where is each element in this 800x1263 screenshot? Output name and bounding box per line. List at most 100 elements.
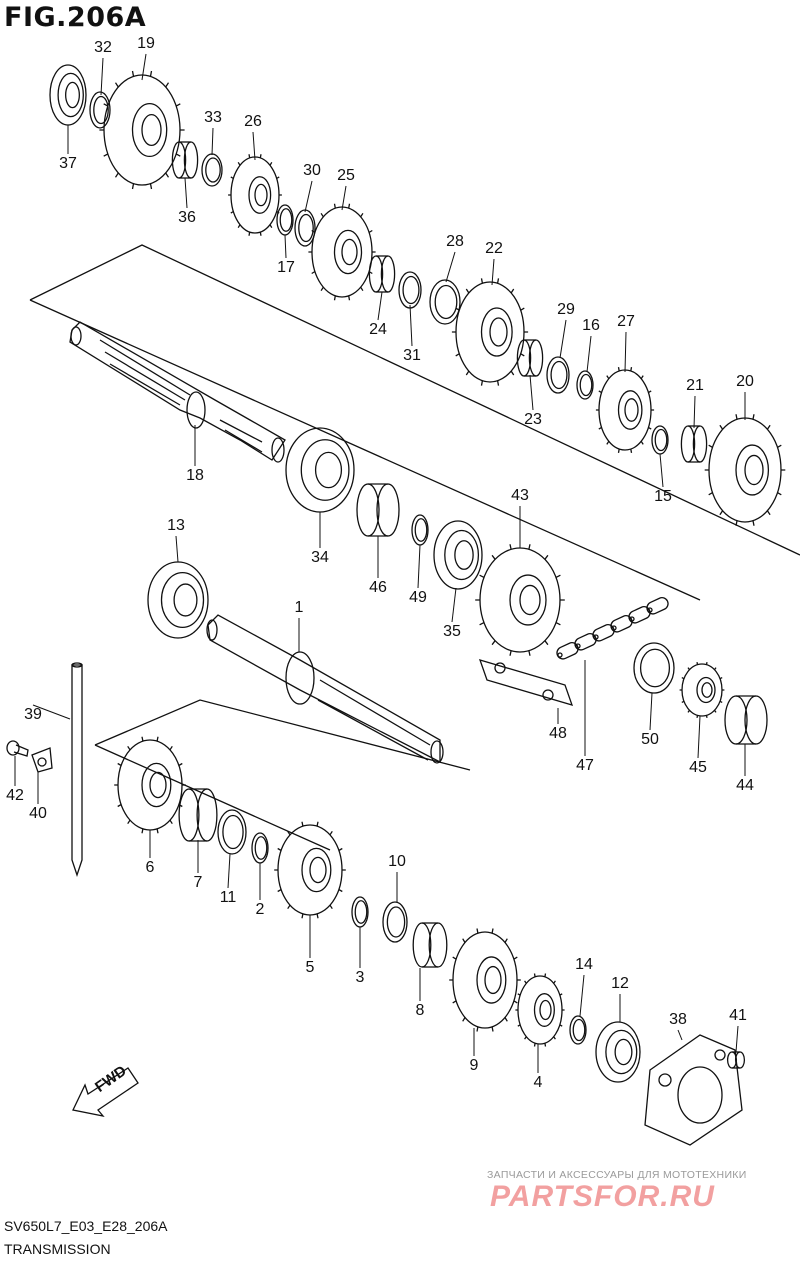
part-label-10: 10	[388, 853, 406, 870]
part-5	[274, 821, 346, 919]
part-33	[201, 153, 223, 187]
part-14	[569, 1015, 587, 1045]
part-label-25: 25	[337, 167, 355, 184]
part-43	[475, 544, 565, 656]
part-label-29: 29	[557, 301, 575, 318]
part-2	[251, 832, 269, 864]
figure-code: SV650L7_E03_E28_206A	[4, 1218, 168, 1234]
part-44	[724, 695, 768, 745]
countershaft-group-outline	[29, 244, 800, 601]
part-6	[114, 736, 186, 834]
part-29	[546, 356, 570, 394]
part-17	[276, 204, 294, 236]
part-label-37: 37	[59, 155, 77, 172]
part-3	[351, 896, 369, 928]
part-20	[704, 414, 786, 526]
part-32	[89, 91, 111, 129]
part-45	[679, 661, 725, 719]
part-label-49: 49	[409, 589, 427, 606]
part-label-46: 46	[369, 579, 387, 596]
part-label-8: 8	[416, 1002, 425, 1019]
part-label-38: 38	[669, 1011, 687, 1028]
part-15	[651, 425, 669, 455]
part-25	[308, 203, 376, 301]
part-label-45: 45	[689, 759, 707, 776]
bolt-42	[6, 740, 29, 757]
part-30	[294, 209, 316, 247]
fwd-arrow-icon	[72, 1067, 139, 1117]
part-label-48: 48	[549, 725, 567, 742]
part-label-22: 22	[485, 240, 503, 257]
part-24	[368, 255, 396, 293]
part-label-50: 50	[641, 731, 659, 748]
part-26	[228, 154, 282, 236]
part-label-30: 30	[303, 162, 321, 179]
part-label-28: 28	[446, 233, 464, 250]
components	[49, 64, 786, 1146]
part-50	[633, 642, 675, 694]
part-label-17: 17	[277, 259, 295, 276]
part-label-42: 42	[6, 787, 24, 804]
part-label-33: 33	[204, 109, 222, 126]
part-label-14: 14	[575, 956, 593, 973]
chain-joint-48	[478, 659, 574, 706]
part-46	[356, 483, 400, 537]
part-label-24: 24	[369, 321, 387, 338]
part-label-27: 27	[617, 313, 635, 330]
part-label-31: 31	[403, 347, 421, 364]
part-label-32: 32	[94, 39, 112, 56]
part-label-40: 40	[29, 805, 47, 822]
part-36	[171, 141, 199, 179]
part-11	[217, 809, 247, 855]
part-7	[178, 788, 218, 842]
driveshaft	[206, 614, 444, 764]
part-22	[451, 278, 529, 386]
part-37	[49, 64, 87, 126]
part-23	[516, 339, 544, 377]
part-35	[433, 520, 483, 590]
part-label-23: 23	[524, 411, 542, 428]
part-label-7: 7	[194, 874, 203, 891]
part-9	[449, 928, 521, 1032]
shift-rod	[71, 662, 83, 878]
watermark-logo: PARTSFOR.RU	[490, 1180, 715, 1213]
part-12	[595, 1021, 641, 1083]
countershaft	[69, 321, 286, 463]
part-label-16: 16	[582, 317, 600, 334]
part-label-12: 12	[611, 975, 629, 992]
part-label-15: 15	[654, 488, 672, 505]
figure-subtitle: TRANSMISSION	[4, 1241, 111, 1257]
part-28	[429, 279, 461, 325]
watermark-tagline: ЗАПЧАСТИ И АКСЕССУАРЫ ДЛЯ МОТОТЕХНИКИ	[487, 1169, 747, 1181]
part-19	[99, 70, 185, 190]
part-label-19: 19	[137, 35, 155, 52]
part-label-36: 36	[178, 209, 196, 226]
figure-title: FIG.206A	[4, 2, 147, 33]
part-16	[576, 370, 594, 400]
part-10	[382, 901, 408, 943]
part-4	[515, 973, 565, 1047]
part-label-20: 20	[736, 373, 754, 390]
part-label-21: 21	[686, 377, 704, 394]
part-label-44: 44	[736, 777, 754, 794]
part-31	[398, 271, 422, 309]
part-8	[412, 922, 448, 968]
part-label-43: 43	[511, 487, 529, 504]
part-label-1: 1	[295, 599, 304, 616]
part-27	[595, 366, 655, 454]
washer-40	[31, 747, 53, 773]
part-label-11: 11	[220, 889, 237, 906]
driveshaft-group-outline	[94, 699, 471, 851]
part-label-41: 41	[729, 1007, 747, 1024]
part-label-34: 34	[311, 549, 329, 566]
part-label-35: 35	[443, 623, 461, 640]
part-38	[644, 1034, 743, 1146]
leader-lines	[14, 53, 746, 1073]
part-label-26: 26	[244, 113, 262, 130]
part-49	[411, 514, 429, 546]
part-label-39: 39	[24, 706, 42, 723]
part-label-47: 47	[576, 757, 594, 774]
part-label-6: 6	[146, 859, 155, 876]
